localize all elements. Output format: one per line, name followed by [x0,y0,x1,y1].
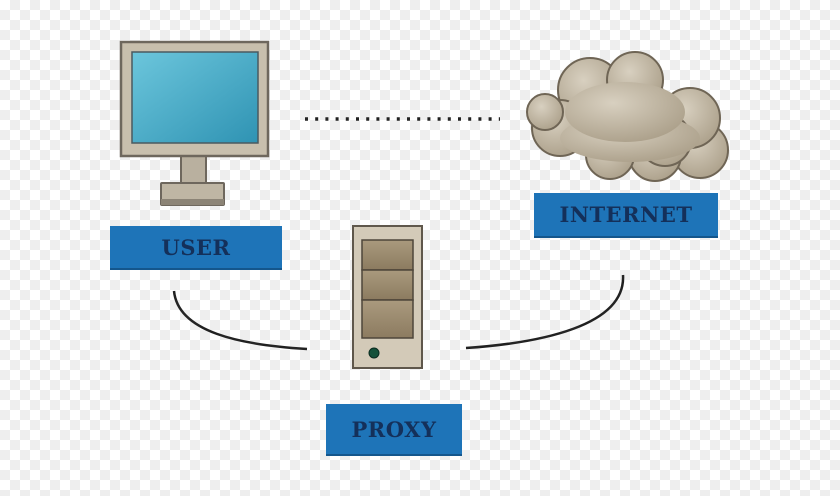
server-tower-icon [352,225,423,369]
internet-label-box: INTERNET [534,193,718,238]
user-label-box: USER [110,226,282,270]
proxy-internet-link [465,274,625,350]
user-proxy-link [172,290,308,351]
computer-monitor-icon [119,40,270,206]
user-label: USER [161,234,231,260]
proxy-label-box: PROXY [326,404,462,456]
internet-label: INTERNET [559,202,693,227]
cloud-icon [526,51,729,182]
proxy-label: PROXY [351,416,437,442]
power-led-icon [368,347,380,359]
